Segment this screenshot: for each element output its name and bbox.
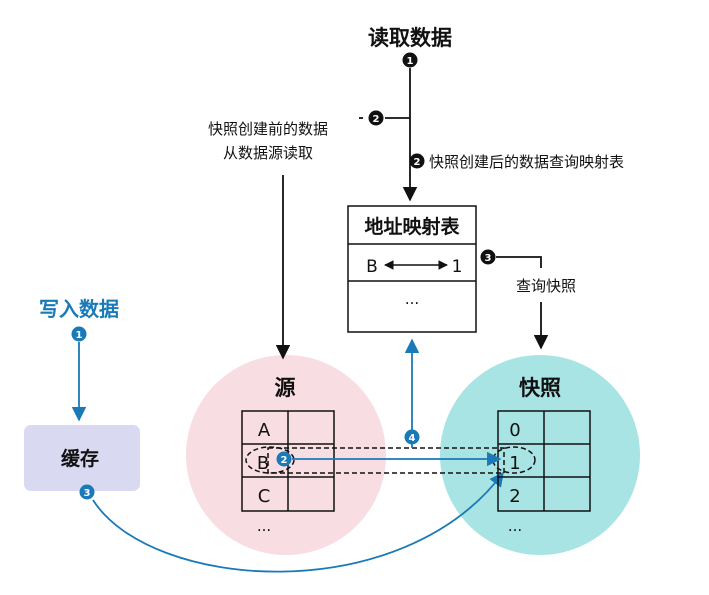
svg-text:2: 2 (281, 455, 288, 466)
mapping-row2-more: ... (405, 290, 419, 308)
snapshot-row-2: 2 (509, 486, 520, 507)
cache-box (24, 425, 140, 491)
copy-step-badge: 2 (276, 451, 292, 467)
write-step1-badge: 1 (71, 326, 87, 342)
copy-path-dashed-box (267, 447, 505, 474)
snapshot-1-dashed-ellipse (492, 446, 536, 474)
mapping-query-label: 查询快照 (516, 277, 576, 295)
mapping-query-step-badge: 3 (480, 249, 496, 265)
cache-label: 缓存 (61, 447, 99, 470)
cache-to-snapshot-curve (92, 471, 504, 573)
cache-step-badge: 3 (79, 484, 95, 500)
source-row-c: C (258, 486, 271, 507)
svg-text:1: 1 (407, 56, 414, 67)
svg-text:4: 4 (409, 433, 416, 444)
svg-text:3: 3 (485, 253, 492, 264)
snapshot-row-0: 0 (509, 420, 520, 441)
snapshot-row-1: 1 (509, 453, 520, 474)
read-before-label-line1: 快照创建前的数据 (208, 120, 328, 138)
read-before-label-line2: 从数据源读取 (223, 144, 313, 162)
svg-text:2: 2 (414, 157, 421, 168)
mapping-query-line (496, 256, 542, 268)
source-row-b: B (257, 453, 269, 474)
read-branch-step-badge: 2 (368, 110, 384, 126)
svg-text:3: 3 (84, 488, 91, 499)
read-title: 读取数据 (368, 26, 452, 50)
source-more: ... (257, 517, 271, 535)
mapping-row1-right: 1 (452, 257, 463, 277)
source-title: 源 (275, 376, 296, 400)
snapshot-more: ... (508, 517, 522, 535)
snapshot-title: 快照 (519, 376, 561, 400)
source-b-dashed-ellipse (245, 446, 295, 474)
update-step-badge: 4 (404, 429, 420, 445)
mapping-row1-left: B (366, 257, 378, 277)
read-after-step-badge: 2 (409, 153, 425, 169)
snapshot-table (497, 410, 591, 512)
read-step1-badge: 1 (402, 52, 418, 68)
mapping-table-title: 地址映射表 (364, 215, 460, 238)
svg-text:2: 2 (373, 114, 380, 125)
read-after-label: 快照创建后的数据查询映射表 (429, 153, 624, 171)
svg-text:1: 1 (76, 330, 83, 341)
source-row-a: A (258, 420, 271, 441)
write-title: 写入数据 (39, 297, 119, 321)
